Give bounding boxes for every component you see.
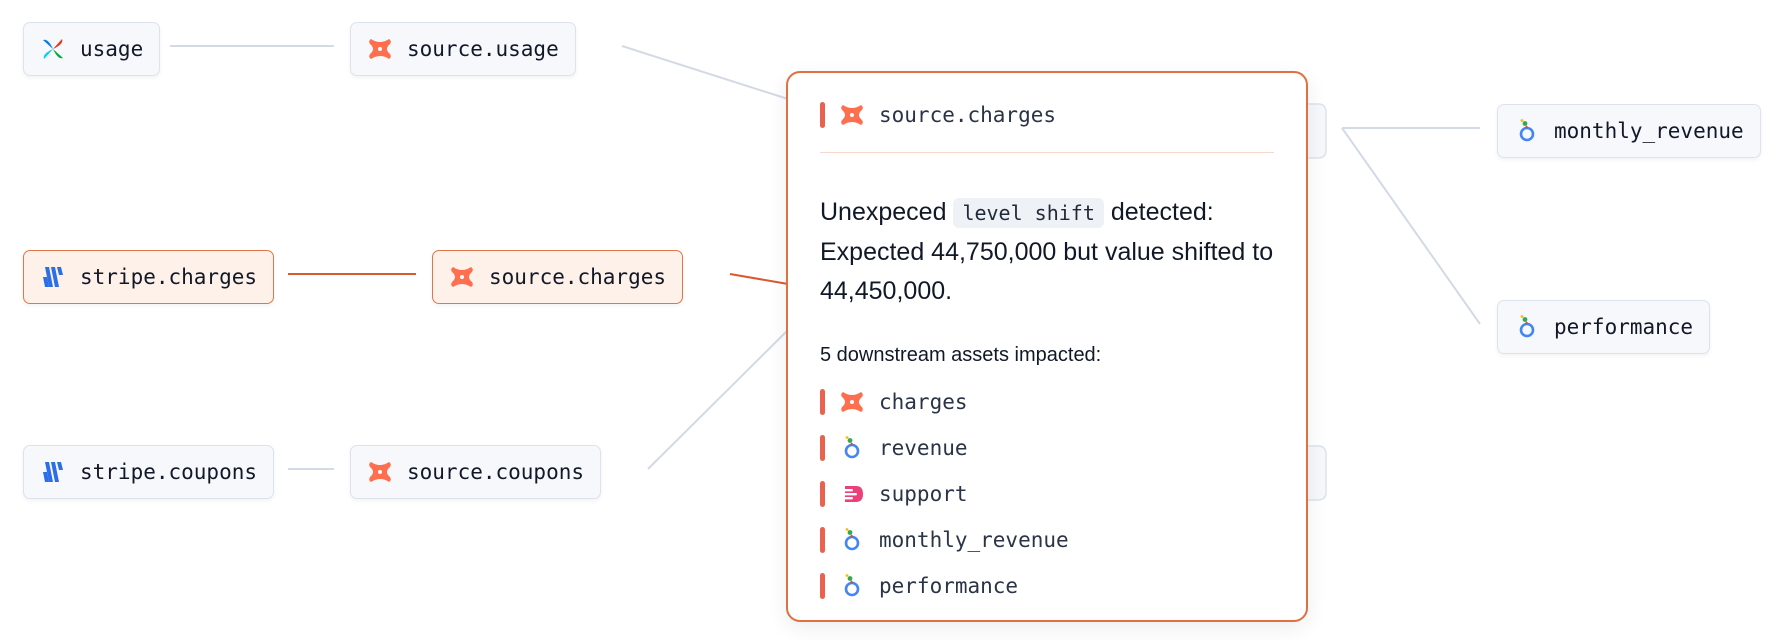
looker-icon bbox=[1514, 314, 1540, 340]
edge-source-usage-to-popup bbox=[621, 45, 789, 100]
dbt-icon bbox=[367, 36, 393, 62]
node-stripe-charges[interactable]: stripe.charges bbox=[23, 250, 275, 304]
impacted-item-label: revenue bbox=[879, 436, 968, 460]
node-performance[interactable]: performance bbox=[1497, 300, 1711, 354]
node-usage[interactable]: usage bbox=[23, 22, 161, 76]
hightouch-icon bbox=[839, 481, 865, 507]
stripe-fivetran-icon bbox=[40, 264, 66, 290]
edge-hidden-to-performance bbox=[1341, 127, 1481, 325]
node-stripe-coupons[interactable]: stripe.coupons bbox=[23, 445, 275, 499]
looker-icon bbox=[1514, 118, 1540, 144]
anomaly-type-chip: level shift bbox=[953, 198, 1104, 228]
status-bar bbox=[820, 435, 825, 461]
looker-icon bbox=[839, 573, 865, 599]
impacted-item-support[interactable]: support bbox=[820, 471, 1274, 517]
hidden-node-edge-bottom bbox=[1308, 445, 1327, 501]
edge-source-coupons-to-popup bbox=[647, 329, 789, 470]
impacted-item-performance[interactable]: performance bbox=[820, 563, 1274, 609]
status-bar bbox=[820, 527, 825, 553]
dbt-icon bbox=[449, 264, 475, 290]
node-monthly-revenue[interactable]: monthly_revenue bbox=[1497, 104, 1761, 158]
popup-title: source.charges bbox=[879, 102, 1057, 127]
stripe-fivetran-icon bbox=[40, 459, 66, 485]
dbt-icon bbox=[839, 389, 865, 415]
node-source-charges[interactable]: source.charges bbox=[432, 250, 684, 304]
impacted-item-charges[interactable]: charges bbox=[820, 379, 1274, 425]
node-label: source.charges bbox=[489, 265, 667, 289]
impacted-list: charges revenue bbox=[820, 379, 1274, 609]
hidden-node-edge-top bbox=[1308, 103, 1327, 159]
node-label: usage bbox=[80, 37, 144, 61]
impacted-item-label: performance bbox=[879, 574, 1019, 598]
message-prefix: Unexpeced bbox=[820, 198, 954, 226]
impacted-item-label: charges bbox=[879, 390, 968, 414]
edge-source-charges-to-popup bbox=[729, 273, 789, 285]
node-source-usage[interactable]: source.usage bbox=[350, 22, 576, 76]
node-source-coupons[interactable]: source.coupons bbox=[350, 445, 602, 499]
impacted-item-label: monthly_revenue bbox=[879, 528, 1069, 552]
popup-header: source.charges bbox=[820, 73, 1274, 153]
node-label: performance bbox=[1554, 315, 1694, 339]
status-bar bbox=[820, 481, 825, 507]
node-label: source.coupons bbox=[407, 460, 585, 484]
impacted-heading: 5 downstream assets impacted: bbox=[820, 344, 1102, 366]
dbt-icon bbox=[839, 102, 865, 128]
anomaly-message: Unexpeced level shift detected: Expected… bbox=[820, 193, 1274, 311]
looker-icon bbox=[839, 527, 865, 553]
status-bar bbox=[820, 389, 825, 415]
node-label: stripe.coupons bbox=[80, 460, 258, 484]
looker-icon bbox=[839, 435, 865, 461]
airflow-icon bbox=[40, 36, 66, 62]
impacted-item-revenue[interactable]: revenue bbox=[820, 425, 1274, 471]
message-suffix: detected: Expected 44,750,000 but value … bbox=[820, 198, 1274, 305]
node-label: monthly_revenue bbox=[1554, 119, 1744, 143]
node-label: stripe.charges bbox=[80, 265, 258, 289]
impacted-item-monthly-revenue[interactable]: monthly_revenue bbox=[820, 517, 1274, 563]
status-bar bbox=[820, 101, 825, 128]
impacted-item-label: support bbox=[879, 482, 968, 506]
dbt-icon bbox=[367, 459, 393, 485]
status-bar bbox=[820, 573, 825, 599]
node-label: source.usage bbox=[407, 37, 559, 61]
anomaly-popup: source.charges Unexpeced level shift det… bbox=[786, 71, 1308, 622]
